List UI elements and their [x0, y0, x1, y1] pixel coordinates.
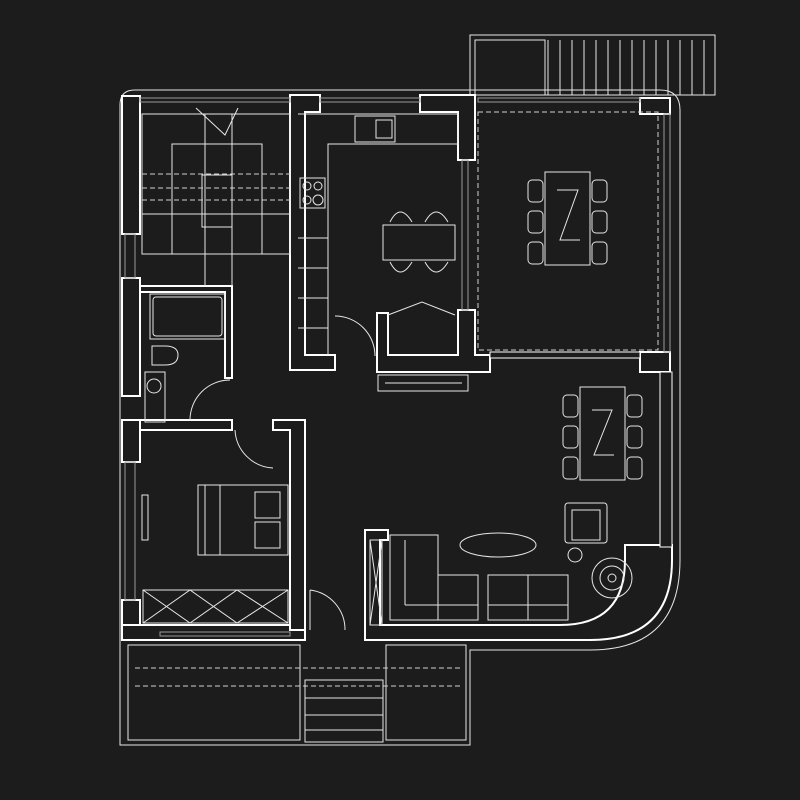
- chair-icon: [527, 179, 544, 203]
- armchair-icon: [564, 502, 633, 599]
- chair-icon: [626, 425, 643, 449]
- chair-icon: [626, 456, 643, 480]
- dining-table-icon: [377, 211, 469, 392]
- door-icon: [189, 379, 231, 421]
- chair-icon: [591, 210, 608, 234]
- dining-table-icon: [477, 111, 659, 351]
- chair-icon: [591, 241, 608, 265]
- chair-icon: [626, 394, 643, 418]
- stairs-icon: [469, 34, 716, 96]
- chair-icon: [562, 456, 579, 480]
- sofa-icon: [369, 534, 569, 626]
- chair-icon: [591, 179, 608, 203]
- chair-icon: [562, 425, 579, 449]
- stairwell: [141, 107, 291, 286]
- kitchen-icon: [298, 113, 459, 357]
- dining-table-icon: [562, 386, 643, 481]
- double-bed-icon: [141, 429, 289, 624]
- door-icon: [309, 589, 346, 631]
- chair-icon: [562, 394, 579, 418]
- coffee-table-icon: [459, 532, 537, 558]
- window-icon: [124, 97, 671, 637]
- chair-icon: [527, 241, 544, 265]
- toilet-icon: [144, 345, 179, 423]
- chair-icon: [527, 210, 544, 234]
- bathtub-icon: [149, 293, 226, 340]
- terrace: [127, 644, 467, 743]
